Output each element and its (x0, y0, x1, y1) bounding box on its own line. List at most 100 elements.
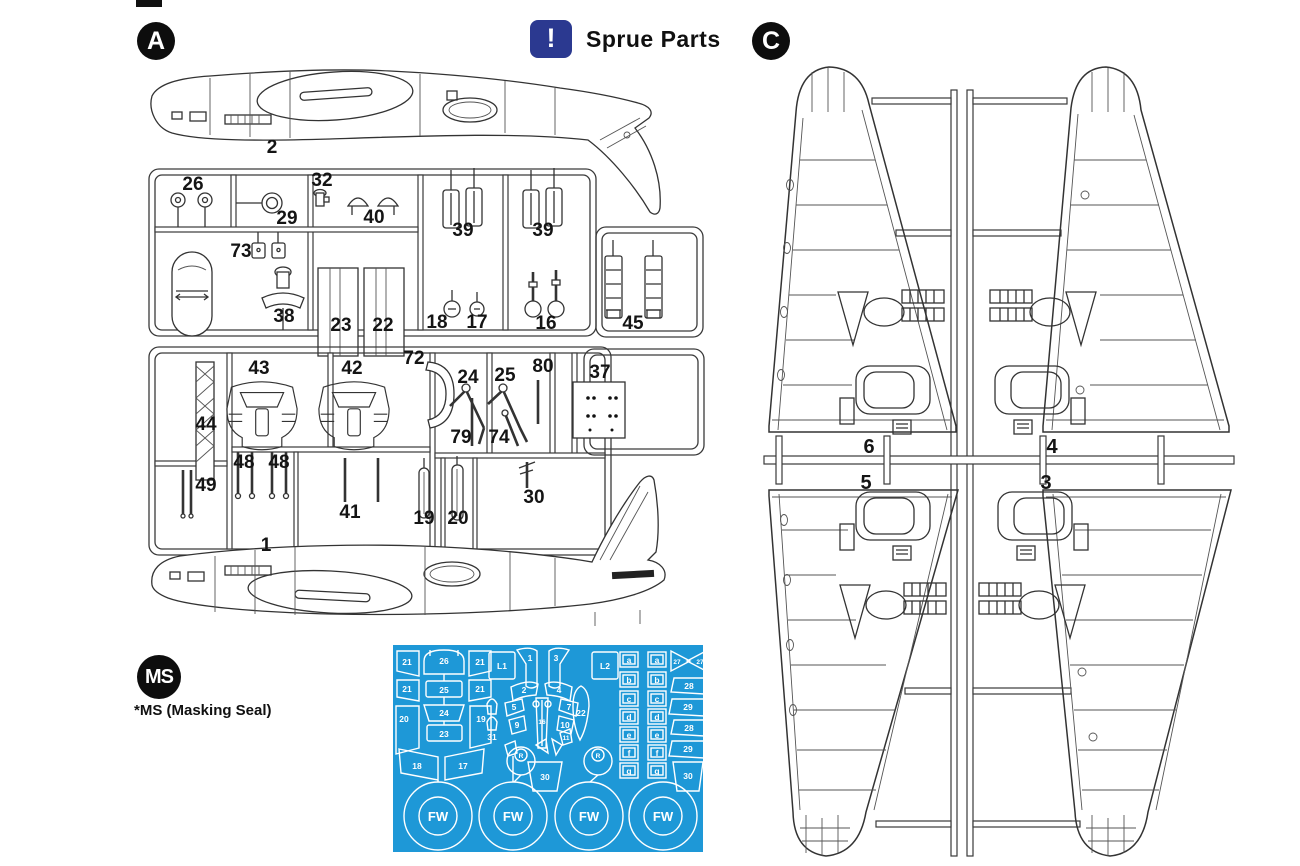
seal-label: 5 (512, 702, 517, 712)
part-label: 44 (195, 414, 217, 435)
wing-detail-lines (772, 68, 1226, 856)
seal-label: 29 (683, 744, 693, 754)
sprue-a-drawing: 2 26 32 29 40 39 39 73 38 23 22 18 17 16… (148, 69, 705, 626)
part-44 (195, 361, 215, 481)
part-label: 5 (860, 472, 871, 494)
part-25 (487, 383, 529, 443)
seal-label: b (626, 675, 631, 685)
seal-label: 4 (557, 685, 562, 695)
wing-panel-5 (768, 489, 959, 857)
seal-label: 29 (683, 702, 693, 712)
part-label: 79 (450, 427, 471, 448)
sprue-a-badge: A (137, 22, 175, 60)
part-label: 23 (330, 315, 351, 336)
part-37 (572, 381, 626, 439)
seal-label: L2 (600, 661, 610, 671)
seal-label: L1 (497, 661, 507, 671)
part-48-right (268, 452, 290, 500)
ms-caption: *MS (Masking Seal) (134, 702, 272, 719)
seal-label: 10 (560, 720, 570, 730)
seal-label: 28 (684, 681, 694, 691)
part-17 (469, 292, 485, 317)
seal-label: 19 (476, 714, 486, 724)
seal-label: g (654, 766, 659, 776)
sprue-a-upper-frame (148, 168, 704, 338)
seal-label: 21 (402, 657, 412, 667)
part-label: 3 (1040, 472, 1051, 494)
seal-label: 30 (540, 772, 550, 782)
part-label: 6 (863, 436, 874, 458)
part-72 (425, 361, 455, 429)
part-label: 41 (339, 502, 361, 523)
part-20 (451, 456, 464, 521)
seal-label: 18 (412, 761, 422, 771)
sprue-parts-note: ! Sprue Parts (530, 20, 721, 58)
fuselage-half-bottom (151, 475, 666, 626)
seal-label: c (655, 694, 660, 704)
seal-label: 17 (458, 761, 468, 771)
seal-label: c (627, 694, 632, 704)
seal-label: 27 (673, 659, 681, 666)
part-label: 37 (589, 362, 610, 383)
part-label: 39 (452, 220, 473, 241)
seal-label: 9 (515, 720, 520, 730)
seal-label: b (654, 675, 659, 685)
masking-seal-shapes (395, 647, 707, 851)
part-label: 39 (532, 220, 553, 241)
seal-label: 2 (522, 685, 527, 695)
seal-label: 23 (439, 729, 449, 739)
seal-label: e (655, 730, 660, 740)
seal-label: d (626, 712, 631, 722)
seal-label: a (627, 655, 632, 665)
part-26 (170, 192, 213, 227)
part-23 (317, 267, 359, 357)
sprue-a-lower-parts (180, 361, 626, 521)
part-label: 43 (248, 358, 269, 379)
seal-label: 25 (439, 685, 449, 695)
part-label: 19 (413, 508, 434, 529)
seal-label: FW (579, 809, 600, 824)
wing-panel-6 (768, 66, 957, 433)
seal-label: 28 (684, 723, 694, 733)
fuselage-half-top (150, 69, 661, 215)
part-label: 26 (182, 174, 203, 195)
seal-label: f (656, 748, 659, 758)
masking-seal-sheet: 21 26 21 21 25 21 20 24 19 23 18 17 L1 1… (393, 645, 707, 852)
part-label: 42 (341, 358, 362, 379)
alert-icon: ! (530, 20, 572, 58)
part-30 (518, 461, 536, 488)
seal-label: 31 (487, 732, 497, 742)
sprue-c-labels: 6 4 5 3 (860, 436, 1058, 494)
part-74 (501, 409, 520, 447)
seal-label: a (655, 655, 660, 665)
seal-label: 22 (576, 708, 586, 718)
part-32 (313, 188, 330, 207)
seal-label: 20 (399, 714, 409, 724)
seal-label: 21 (475, 684, 485, 694)
part-73 (251, 232, 286, 259)
part-18 (443, 290, 461, 318)
seal-label: R (519, 753, 524, 760)
part-40 (346, 197, 400, 215)
part-41 (343, 458, 380, 502)
part-16 (524, 270, 565, 318)
part-label: 24 (457, 367, 479, 388)
part-label: 80 (532, 356, 553, 377)
part-19 (418, 458, 430, 519)
part-24 (449, 383, 486, 445)
seal-label: 11 (563, 735, 570, 742)
part-label: 40 (363, 207, 384, 228)
seal-label: 30 (683, 771, 693, 781)
wing-panel-4 (1042, 66, 1230, 433)
part-label: 17 (466, 312, 487, 333)
seal-label: FW (503, 809, 524, 824)
part-label: 72 (403, 348, 424, 369)
part-38 (261, 266, 305, 330)
seal-label: g (626, 766, 631, 776)
part-label: 18 (426, 312, 447, 333)
wing-panel-3 (1042, 489, 1232, 857)
part-22 (363, 267, 405, 357)
part-label: 73 (230, 241, 251, 262)
